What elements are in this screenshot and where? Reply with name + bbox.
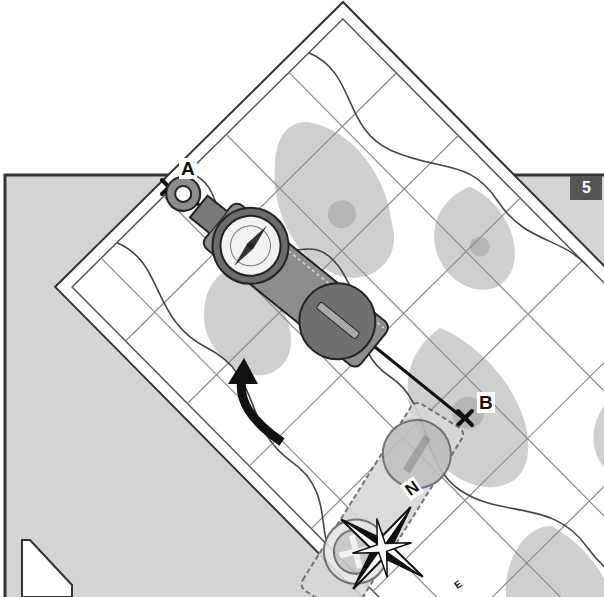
topographic-map <box>55 2 604 597</box>
step-number: 5 <box>580 179 593 197</box>
east-label: E <box>451 577 467 593</box>
route-line <box>178 188 463 418</box>
step-number-box <box>570 176 602 200</box>
compass-rose <box>312 478 451 597</box>
north-label: N <box>400 476 424 501</box>
lensatic-compass <box>145 152 399 379</box>
ghost-compass <box>286 398 469 597</box>
north-letter-shape <box>22 540 72 597</box>
point-label: B <box>477 392 495 413</box>
point-marks <box>162 180 472 425</box>
point-label: A <box>179 158 197 179</box>
rotation-arrow <box>228 358 282 442</box>
